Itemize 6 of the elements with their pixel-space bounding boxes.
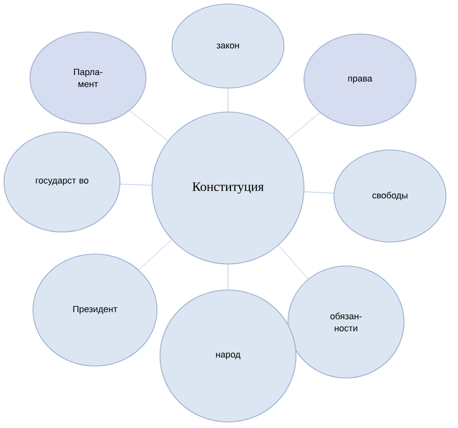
connector-line bbox=[120, 184, 152, 186]
connector-line bbox=[129, 110, 168, 142]
connector-line bbox=[304, 192, 334, 194]
connector-line bbox=[286, 112, 320, 140]
connector-line bbox=[278, 245, 308, 280]
connector-line bbox=[138, 239, 172, 270]
